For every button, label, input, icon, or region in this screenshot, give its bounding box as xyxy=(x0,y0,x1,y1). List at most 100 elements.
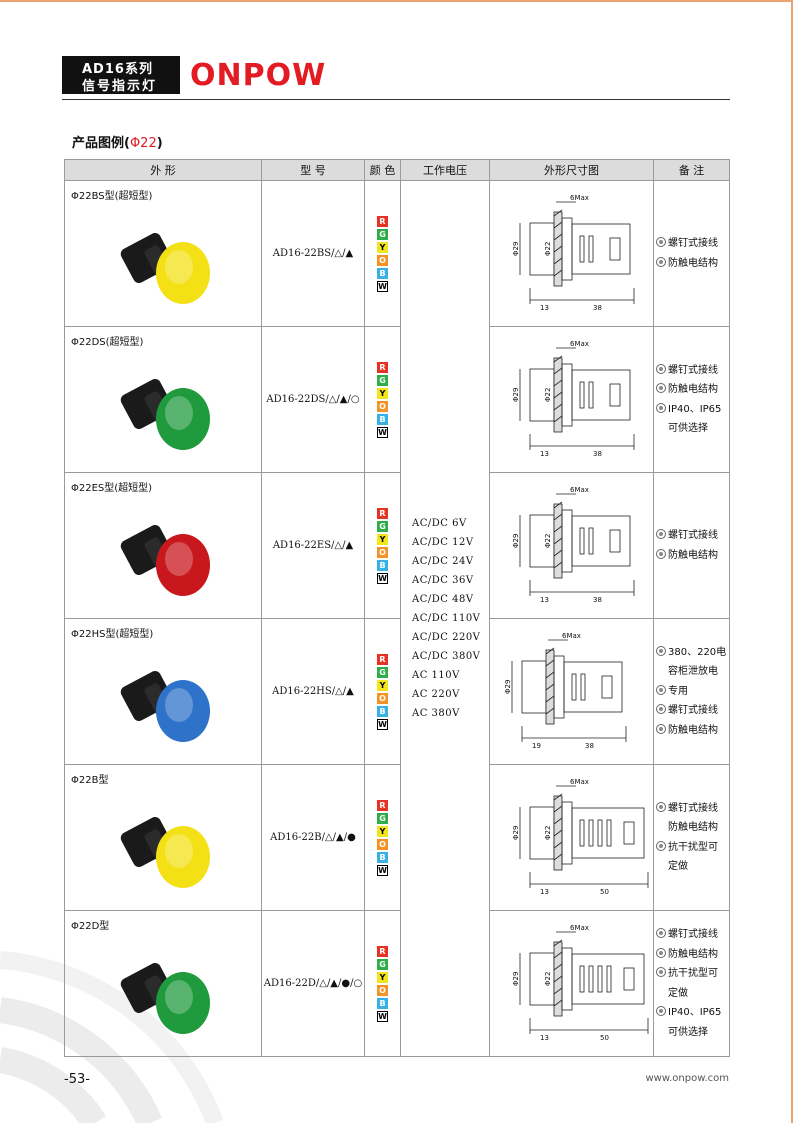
voltage-item: AC 110V xyxy=(412,670,460,681)
note-text: 抗干扰型可 xyxy=(668,841,718,853)
color-swatch-b: B xyxy=(377,705,388,717)
note-text: 螺钉式接线 xyxy=(668,530,718,541)
dim-b-label: 38 xyxy=(585,742,594,750)
note-text: 防触电结构 xyxy=(668,724,718,736)
circle-bullet-icon xyxy=(656,928,666,938)
color-swatch-w: W xyxy=(377,864,388,876)
product-name: Φ22HS型(超短型) xyxy=(71,629,154,640)
color-swatch-w: W xyxy=(377,1010,388,1022)
circle-bullet-icon xyxy=(656,548,666,559)
note-item: 螺钉式接线 xyxy=(654,799,729,819)
dim-d1-label: Φ29 xyxy=(512,387,520,401)
color-swatch-o: O xyxy=(377,254,388,266)
voltage-item: AC/DC 24V xyxy=(412,556,474,567)
circle-bullet-icon xyxy=(656,1006,666,1016)
note-item: 容柜泄放电 xyxy=(654,662,729,682)
circle-bullet-icon xyxy=(656,402,666,413)
product-appearance-cell: Φ22BS型(超短型) xyxy=(64,180,262,327)
lamp-lens-icon xyxy=(156,680,210,742)
dim-a-label: 19 xyxy=(532,742,541,750)
product-name: Φ22B型 xyxy=(71,775,109,786)
header-color: 颜 色 xyxy=(364,159,401,181)
header-dimension: 外形尺寸图 xyxy=(489,159,654,181)
dim-a-label: 13 xyxy=(540,450,549,458)
lamp-lens-icon xyxy=(156,242,210,304)
dim-top-label: 6Max xyxy=(570,924,589,932)
header-divider xyxy=(62,99,730,100)
voltage-item: AC/DC 12V xyxy=(412,537,474,548)
note-text: 防触电结构 xyxy=(668,384,718,395)
note-text: IP40、IP65 xyxy=(668,1007,722,1018)
dim-top-label: 6Max xyxy=(562,632,581,640)
dim-b-label: 50 xyxy=(600,1034,609,1042)
color-swatch-y: Y xyxy=(377,971,388,983)
voltage-item: AC/DC 220V xyxy=(412,632,481,643)
section-title-text: 产品图例( xyxy=(72,136,130,151)
header-notes: 备 注 xyxy=(653,159,730,181)
product-appearance-cell: Φ22ES型(超短型) xyxy=(64,472,262,619)
dim-top-label: 6Max xyxy=(570,194,589,202)
brand-logo: ONPOW xyxy=(190,58,327,93)
color-swatch-r: R xyxy=(377,215,388,227)
color-swatch-g: G xyxy=(377,228,388,240)
voltage-item: AC 380V xyxy=(412,708,460,719)
dim-a-label: 13 xyxy=(540,596,549,604)
indicator-lamp-image xyxy=(120,233,210,304)
dim-d1-label: Φ29 xyxy=(512,241,520,255)
note-item: 防触电结构 xyxy=(654,254,729,274)
dim-b-label: 38 xyxy=(593,304,602,312)
notes-cell: 螺钉式接线防触电结构抗干扰型可定做 xyxy=(653,764,730,911)
note-item: 螺钉式接线 xyxy=(654,925,729,945)
dim-top-label: 6Max xyxy=(570,486,589,494)
circle-bullet-icon xyxy=(656,967,666,977)
color-swatch-y: Y xyxy=(377,387,388,399)
note-item: 防触电结构 xyxy=(654,380,729,400)
indicator-lamp-image xyxy=(120,379,210,450)
color-swatch-o: O xyxy=(377,984,388,996)
circle-bullet-icon xyxy=(656,363,666,374)
color-swatch-g: G xyxy=(377,520,388,532)
note-text: 防触电结构 xyxy=(668,948,718,960)
note-text: 防触电结构 xyxy=(668,549,718,561)
color-swatch-g: G xyxy=(377,958,388,970)
circle-bullet-icon xyxy=(656,704,666,715)
header-model: 型 号 xyxy=(261,159,365,181)
product-spec-table: 外 形 型 号 颜 色 工作电压 外形尺寸图 备 注 Φ22BS型(超短型) AD… xyxy=(64,159,730,1057)
color-swatch-r: R xyxy=(377,361,388,373)
series-line2: 信号指示灯 xyxy=(82,79,158,94)
note-item: 防触电结构 xyxy=(654,945,729,965)
circle-bullet-icon xyxy=(656,529,666,539)
model-number: AD16-22ES/△/▲ xyxy=(261,472,365,619)
dim-top-label: 6Max xyxy=(570,340,589,348)
color-swatch-o: O xyxy=(377,400,388,412)
note-item: IP40、IP65 xyxy=(654,400,729,420)
series-line1: AD16系列 xyxy=(82,62,153,77)
circle-bullet-icon xyxy=(656,645,666,656)
model-number: AD16-22HS/△/▲ xyxy=(261,618,365,765)
table-header-row: 外 形 型 号 颜 色 工作电压 外形尺寸图 备 注 xyxy=(64,159,730,181)
circle-bullet-icon xyxy=(656,723,666,734)
header-voltage: 工作电压 xyxy=(400,159,490,181)
note-text: 螺钉式接线 xyxy=(668,364,718,376)
color-swatch-g: G xyxy=(377,666,388,678)
note-item: 定做 xyxy=(654,984,729,1004)
dim-d1-label: Φ29 xyxy=(512,533,520,547)
dim-d2-label: Φ22 xyxy=(544,387,552,401)
note-text: 容柜泄放电 xyxy=(668,666,718,678)
website-link[interactable]: www.onpow.com xyxy=(645,1073,729,1084)
